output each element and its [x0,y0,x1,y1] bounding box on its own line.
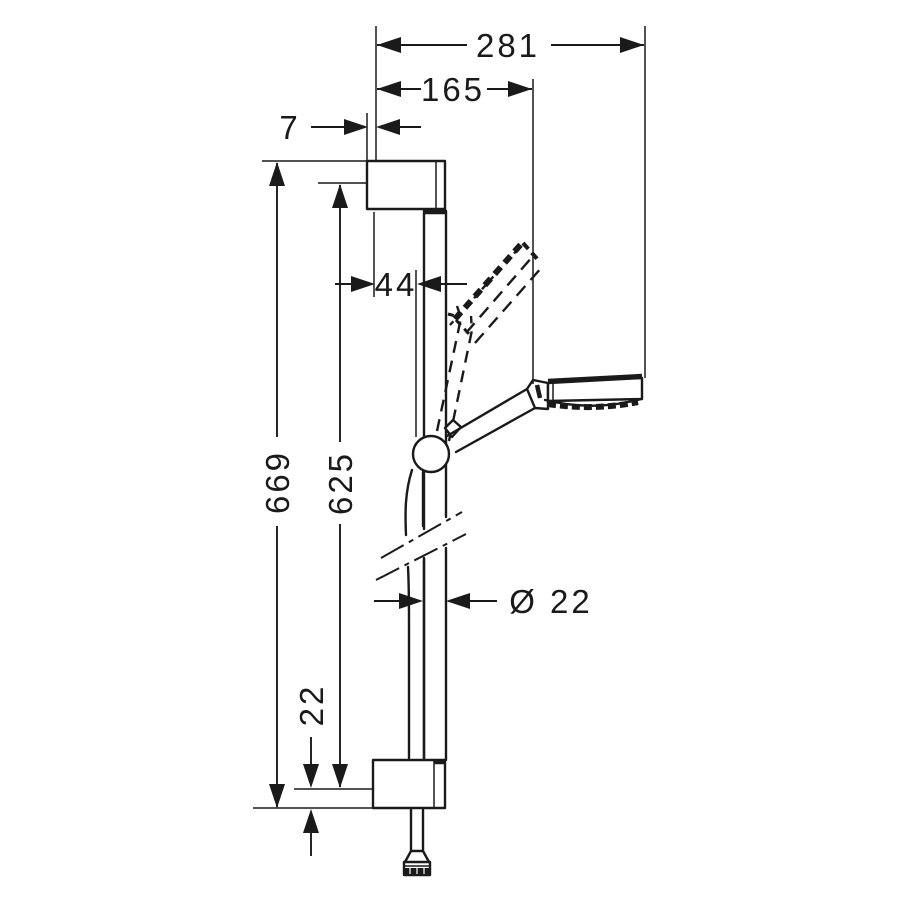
slider-holder [411,434,451,474]
dashed-cone-tick [447,312,460,319]
dim-7-label: 7 [279,109,300,146]
dim-22-bottom-label: 22 [293,684,330,727]
dashed-head-mid-edge [465,255,534,334]
dashed-handle-left [435,305,463,432]
nut-knurl-lines [409,868,425,874]
dim-22-arrow-down-in [303,764,319,788]
dim-281-arrow-left [377,37,401,53]
dim-44-arrow-right-in [417,276,441,292]
hand-shower-dashed-position [435,240,543,442]
dim-669-arrow-top [269,162,285,186]
break-line-upper [380,511,463,559]
dim-165-arrow-left [377,81,401,97]
cone-shadow [534,384,543,399]
hose-flare-sides [403,849,431,864]
dim-rail-diameter: Ø 22 [374,583,593,620]
dim-281-label: 281 [476,27,540,64]
dim-625: 625 [322,184,359,788]
dim-22-bottom: 22 [293,684,330,856]
dashed-head-end-cap [521,241,542,264]
handle-lower-edge [454,406,537,454]
extension-lines [253,26,646,809]
dashed-head-bottom-cap [454,318,472,337]
dashed-spray-face-detail [449,248,519,326]
dim-625-arrow-top [332,184,348,208]
handle-upper-edge [445,387,529,438]
head-top-edge [547,373,643,384]
dim-44-label: 44 [375,266,418,303]
shower-hose [402,468,432,877]
dim-281: 281 [377,27,644,64]
dim-44-arrow-left-in [351,276,375,292]
dim-669-label: 669 [259,450,296,514]
hose-left-edge-lower [406,565,411,760]
rail-break-symbol [375,511,467,581]
dim-165-label: 165 [421,71,485,108]
dashed-head-back-edge [474,266,543,344]
hose-below-bracket [409,808,425,852]
bottom-wall-bracket [371,758,447,810]
dim-22-arrow-up-in [303,809,319,833]
dim-diameter-arrow-right-in [446,593,470,609]
shower-rail-bar [422,209,448,762]
hose-right-edge [421,470,426,760]
dim-625-label: 625 [322,451,359,515]
hose-connector-nut [402,849,432,877]
dim-7: 7 [279,109,421,146]
top-bracket-body [365,159,447,211]
dim-diameter-arrow-left-in [399,593,423,609]
dim-669-arrow-bottom [269,784,285,808]
dim-165: 165 [377,71,532,108]
break-line-lower [375,533,467,581]
hose-left-edge-upper [404,468,414,537]
dim-rail-diameter-label: Ø 22 [509,583,593,620]
dim-669: 669 [259,162,296,808]
dim-7-arrow-right-in [344,119,368,135]
dim-7-arrow-left-in [376,119,400,135]
dim-165-arrow-right [508,81,532,97]
dashed-handle-right [447,315,474,442]
dim-625-arrow-bottom [332,764,348,788]
top-wall-bracket [365,159,447,211]
dim-281-arrow-right [620,37,644,53]
dim-44: 44 [335,266,467,303]
hand-shower [443,373,644,454]
bottom-bracket-body [371,758,447,810]
shower-head [543,373,644,411]
